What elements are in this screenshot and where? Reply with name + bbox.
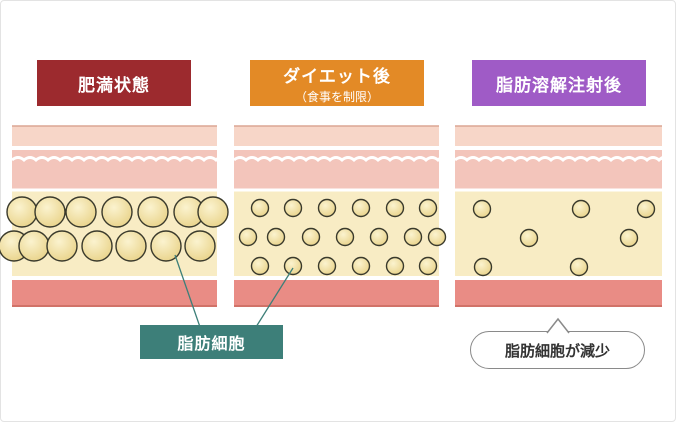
fat-cell-small-0-0: [250, 198, 270, 218]
fat-cell-small-1-1: [266, 227, 286, 247]
dermis-obese: [12, 146, 217, 190]
dermis-after: [455, 146, 662, 190]
fat-reduced-bubble: 脂肪細胞が減少: [470, 331, 645, 369]
fat-cell-small-1-2: [301, 227, 321, 247]
fat-cell-remaining-4: [619, 228, 639, 248]
title-diet-text: ダイエット後: [283, 66, 391, 87]
muscle-obese: [12, 280, 217, 307]
fat-cell-small-0-4: [385, 198, 405, 218]
fat-cell-remaining-2: [636, 199, 656, 219]
fat-cell-large-1-1: [18, 230, 50, 262]
fat-cell-small-0-1: [283, 198, 303, 218]
fat-cell-small-1-4: [369, 227, 389, 247]
dermis-diet: [234, 146, 439, 190]
fat-cell-small-0-2: [317, 198, 337, 218]
fat-cell-large-1-6: [184, 230, 216, 262]
fat-reduced-text: 脂肪細胞が減少: [504, 341, 610, 360]
fat-cell-remaining-0: [472, 199, 492, 219]
dermis-line-diet: [234, 146, 439, 150]
fat-cell-remaining-6: [569, 257, 589, 277]
fat-cell-label: 脂肪細胞: [140, 325, 283, 359]
fat-cell-large-0-6: [197, 196, 229, 228]
title-after-text: 脂肪溶解注射後: [496, 75, 622, 96]
fat-cell-small-1-5: [403, 227, 423, 247]
fat-cell-large-1-4: [115, 230, 147, 262]
title-diet: ダイエット後 （食事を制限）: [250, 60, 424, 106]
dermis-line-after: [455, 146, 662, 150]
fat-cell-small-1-6: [427, 227, 447, 247]
fat-cell-large-1-5: [150, 230, 182, 262]
fat-cell-remaining-3: [519, 228, 539, 248]
muscle-after: [455, 280, 662, 307]
fat-cell-large-0-1: [34, 196, 66, 228]
title-obese: 肥満状態: [37, 60, 191, 106]
dermis-wave-obese: [11, 156, 221, 162]
title-after-injection: 脂肪溶解注射後: [472, 60, 646, 106]
fat-cell-small-2-2: [317, 256, 337, 276]
fat-cell-large-0-2: [65, 196, 97, 228]
title-obese-text: 肥満状態: [78, 75, 150, 96]
fat-cell-small-2-0: [250, 256, 270, 276]
fat-cell-remaining-1: [571, 199, 591, 219]
fat-cell-small-2-3: [351, 256, 371, 276]
epidermis-after: [455, 126, 662, 146]
fat-cell-remaining-5: [473, 257, 493, 277]
fat-cell-small-0-5: [418, 198, 438, 218]
fat-bottom-obese: [12, 276, 217, 280]
dermis-line-obese: [12, 146, 217, 150]
muscle-diet: [234, 280, 439, 307]
epidermis-diet: [234, 126, 439, 146]
bubble-tail: [546, 317, 570, 334]
fat-cell-small-1-3: [335, 227, 355, 247]
fat-cell-large-0-4: [137, 196, 169, 228]
fat-cell-large-1-2: [46, 230, 78, 262]
fat-cell-small-0-3: [351, 198, 371, 218]
pointer-line-left: [174, 254, 201, 328]
fat-cell-small-2-4: [385, 256, 405, 276]
fat-cell-large-1-3: [81, 230, 113, 262]
dermis-wave-diet: [233, 156, 443, 162]
pointer-line-right: [255, 267, 294, 328]
fat-cell-small-2-1: [283, 256, 303, 276]
fat-cell-large-0-0: [6, 196, 38, 228]
fat-bottom-after: [455, 276, 662, 280]
fat-cell-small-2-5: [418, 256, 438, 276]
dermis-wave-after: [454, 156, 665, 162]
epidermis-obese: [12, 126, 217, 146]
fat-bottom-diet: [234, 276, 439, 280]
fat-cell-large-0-3: [101, 196, 133, 228]
title-diet-subtitle: （食事を制限）: [294, 89, 379, 104]
fat-cell-small-1-0: [238, 227, 258, 247]
